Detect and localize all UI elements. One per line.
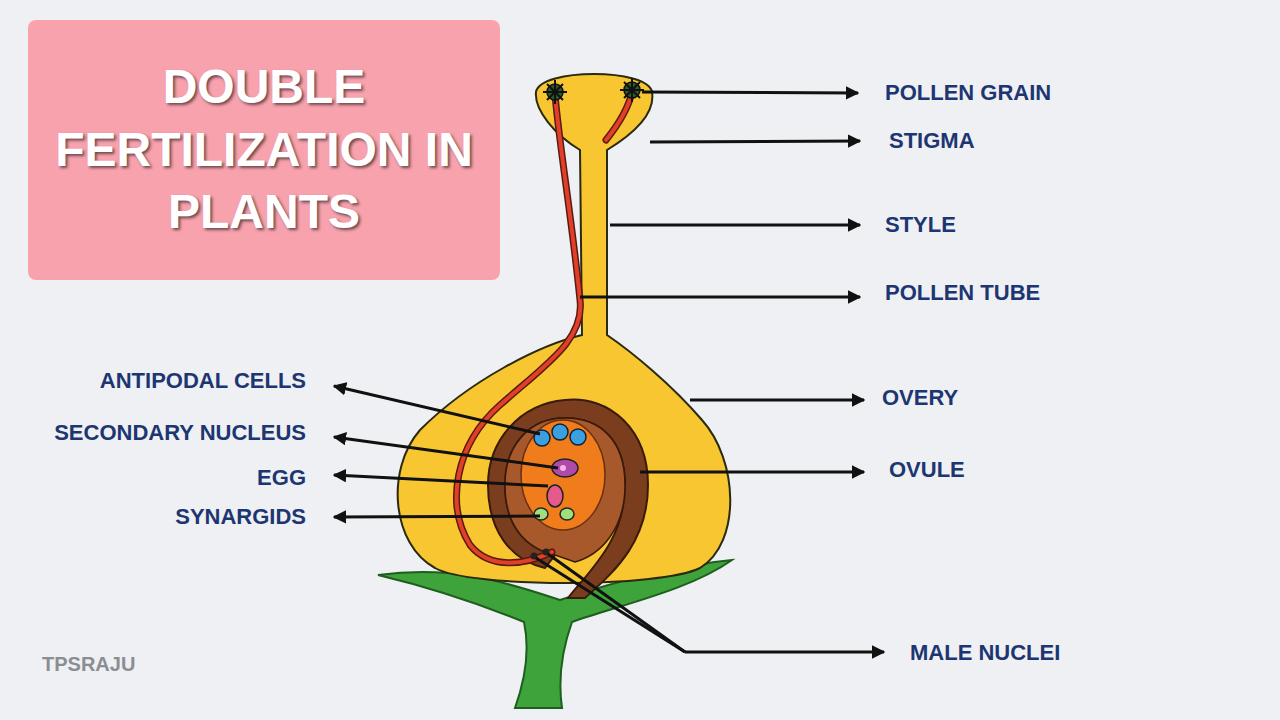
synergid xyxy=(534,508,548,520)
antipodal-cell xyxy=(570,429,586,445)
title-box: DOUBLE FERTILIZATION IN PLANTS xyxy=(28,20,500,280)
leader-arrow xyxy=(334,475,548,486)
part-label: OVULE xyxy=(889,458,965,482)
part-label: POLLEN TUBE xyxy=(885,281,1040,305)
leader-arrow xyxy=(650,141,860,142)
part-label: MALE NUCLEI xyxy=(910,641,1060,665)
synergid xyxy=(560,508,574,520)
part-label: ANTIPODAL CELLS xyxy=(100,369,306,393)
leader-arrow xyxy=(685,651,884,654)
part-label: STIGMA xyxy=(889,129,975,153)
embryo-sac xyxy=(521,420,605,530)
part-label: OVERY xyxy=(882,386,958,410)
antipodal-cell xyxy=(552,424,568,440)
watermark: TPSRAJU xyxy=(42,653,135,675)
part-label: STYLE xyxy=(885,213,956,237)
leader-arrow xyxy=(334,386,540,434)
pollen-grain xyxy=(543,80,567,104)
leader-arrow xyxy=(334,516,540,517)
leader-arrow xyxy=(334,437,558,468)
leader-arrow xyxy=(690,399,864,402)
title-text: DOUBLE FERTILIZATION IN PLANTS xyxy=(44,56,484,243)
ovule-integument xyxy=(505,418,625,562)
pollen-tube xyxy=(606,92,632,140)
leader-arrow xyxy=(580,296,860,299)
pollen-tube xyxy=(606,92,632,140)
part-label: SECONDARY NUCLEUS xyxy=(54,421,306,445)
leader-arrow xyxy=(640,471,864,474)
leader-arrow xyxy=(642,92,858,93)
leader-line xyxy=(548,554,685,652)
part-label: EGG xyxy=(257,466,306,490)
egg-cell xyxy=(547,485,563,507)
leader-line xyxy=(536,558,685,652)
pollen-grain xyxy=(620,78,644,102)
part-label: POLLEN GRAIN xyxy=(885,81,1051,105)
leader-arrow xyxy=(610,224,860,227)
secondary-nucleus-core xyxy=(560,465,566,471)
part-label: SYNARGIDS xyxy=(175,505,306,529)
